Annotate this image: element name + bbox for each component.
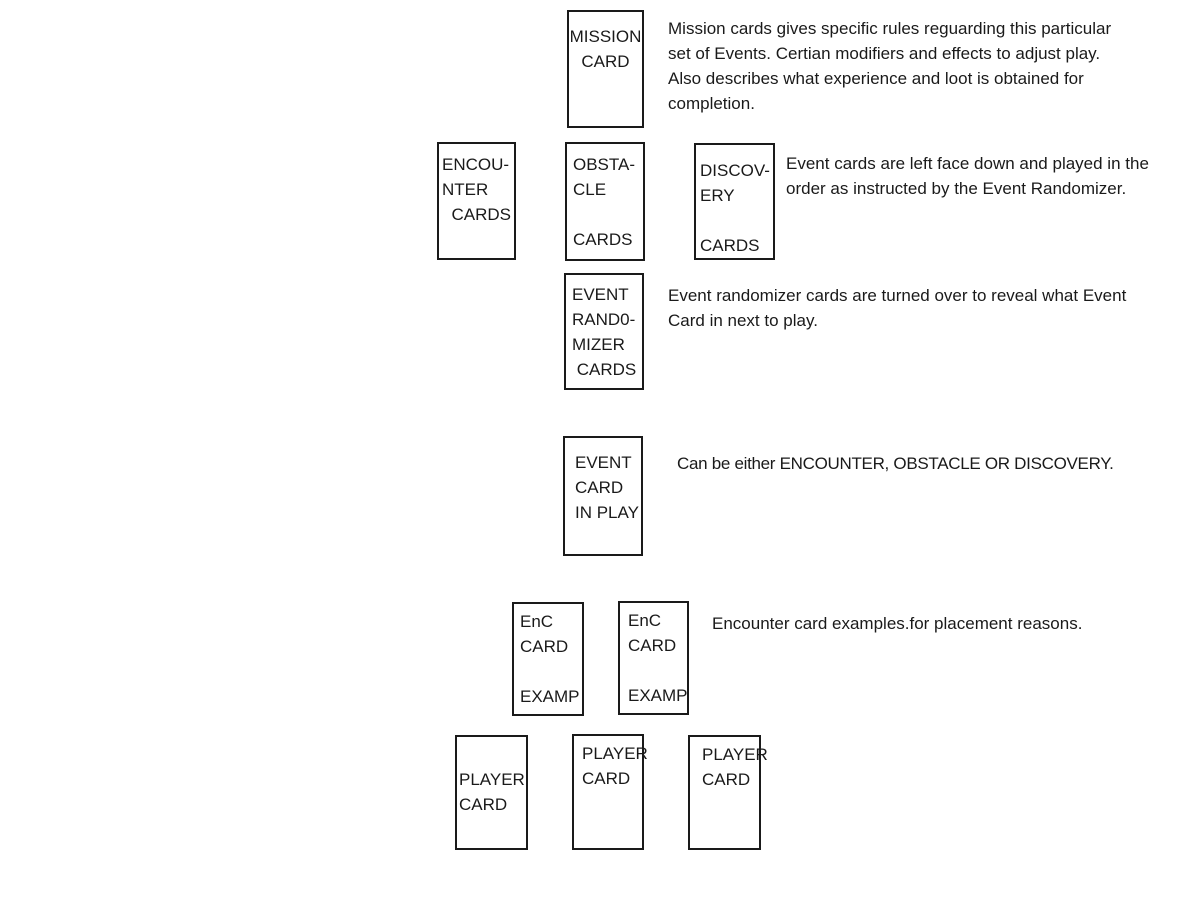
player-card-3: PLAYER CARD — [688, 735, 768, 850]
player-card-1: PLAYER CARD — [455, 735, 528, 850]
mission-note: Mission cards gives specific rules regua… — [668, 19, 1112, 113]
event-in-play-note: Can be either ENCOUNTER, OBSTACLE OR DIS… — [677, 454, 1114, 473]
event-card-in-play: EVENT CARD IN PLAY — [563, 436, 643, 556]
player-card-2-label: PLAYER CARD — [582, 744, 648, 788]
player-card-2: PLAYER CARD — [572, 734, 648, 850]
obstacle-cards: OBSTA- CLE CARDS — [565, 142, 645, 261]
enc-card-example-1: EnC CARD EXAMP — [512, 602, 584, 716]
enc-example-note: Encounter card examples.for placement re… — [712, 614, 1083, 633]
encounter-cards-label: ENCOU- NTER CARDS — [442, 155, 511, 224]
event-randomizer-note: Event randomizer cards are turned over t… — [668, 286, 1127, 330]
enc-card-example-1-label: EnC CARD EXAMP — [520, 612, 580, 706]
event-card-in-play-label: EVENT CARD IN PLAY — [575, 453, 639, 522]
encounter-cards: ENCOU- NTER CARDS — [437, 142, 516, 260]
mission-card-label: MISSION CARD — [569, 27, 642, 71]
event-randomizer-cards: EVENT RAND0- MIZER CARDS — [564, 273, 644, 390]
player-card-1-label: PLAYER CARD — [459, 770, 525, 814]
mission-card: MISSION CARD — [567, 10, 644, 128]
event-randomizer-cards-label: EVENT RAND0- MIZER CARDS — [572, 285, 637, 379]
discovery-cards: DISCOV- ERY CARDS — [694, 143, 775, 260]
event-cards-note: Event cards are left face down and playe… — [786, 154, 1149, 198]
player-card-3-label: PLAYER CARD — [702, 745, 768, 789]
enc-card-example-2-label: EnC CARD EXAMP — [628, 611, 688, 705]
enc-card-example-2: EnC CARD EXAMP — [618, 601, 689, 715]
discovery-cards-label: DISCOV- ERY CARDS — [700, 161, 770, 255]
obstacle-cards-label: OBSTA- CLE CARDS — [573, 155, 636, 249]
